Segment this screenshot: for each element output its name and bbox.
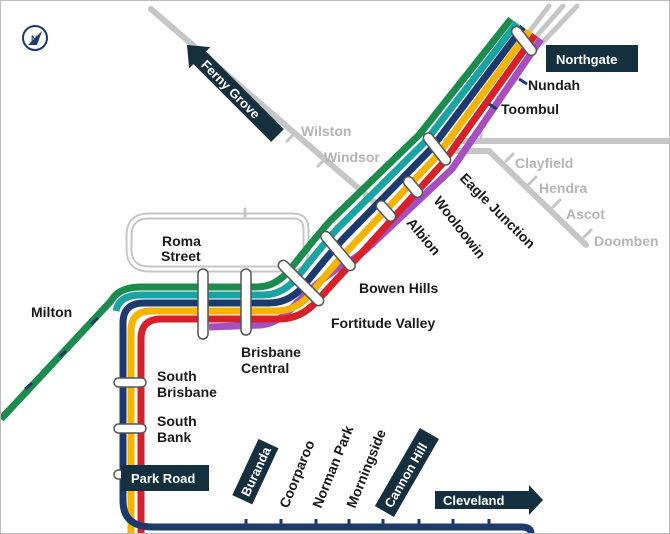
station-bar-wooloowin xyxy=(402,175,424,199)
line-blue xyxy=(119,24,535,533)
station-label-nundah: Nundah xyxy=(528,77,580,93)
station-label-hendra: Hendra xyxy=(539,180,587,196)
station-label-windsor: Windsor xyxy=(324,149,380,165)
station-bar-roma-street xyxy=(197,268,209,340)
station-label-brisbane-central-line1: Brisbane xyxy=(241,344,301,360)
station-label-toombul: Toombul xyxy=(501,101,559,117)
direction-cleveland: Cleveland xyxy=(435,485,543,515)
station-label-ascot: Ascot xyxy=(566,206,605,222)
station-tag-northgate-label: Northgate xyxy=(556,52,617,67)
station-label-fortitude-valley: Fortitude Valley xyxy=(331,315,435,331)
station-label-albion: Albion xyxy=(404,215,444,259)
line-north-extra-2 xyxy=(531,3,566,42)
grey-station-ticks xyxy=(243,131,593,239)
station-label-clayfield: Clayfield xyxy=(515,155,573,171)
station-bar-albion xyxy=(375,200,397,222)
line-north-extra-1 xyxy=(523,3,552,39)
station-label-south-bank-line2: Bank xyxy=(157,429,191,445)
station-tag-northgate: Northgate xyxy=(546,45,638,72)
station-label-roma-street-line1: Roma xyxy=(162,233,201,249)
direction-ferny-grove-label: Ferny Grove xyxy=(198,57,263,122)
line-ferny-grove-branch xyxy=(148,6,382,209)
station-label-roma-street-line2: Street xyxy=(161,248,201,264)
direction-cleveland-label: Cleveland xyxy=(443,493,504,508)
roma-street-loop-inner xyxy=(127,214,308,271)
station-bar-bowen-hills xyxy=(320,230,356,272)
station-tag-park-road: Park Road xyxy=(121,465,209,491)
station-tag-cannon-hill-label: Cannon Hill xyxy=(381,440,430,510)
station-bar-south-brisbane xyxy=(113,377,147,388)
station-bar-south-bank xyxy=(113,423,147,434)
station-tag-buranda: Buranda xyxy=(232,438,279,505)
station-label-south-brisbane-line2: Brisbane xyxy=(157,384,217,400)
roma-street-loop xyxy=(125,212,310,273)
line-north-extra-3 xyxy=(539,3,580,46)
station-label-brisbane-central-line2: Central xyxy=(241,360,289,376)
station-label-south-bank-line1: South xyxy=(157,413,197,429)
station-label-milton: Milton xyxy=(31,304,72,320)
direction-ferny-grove: Ferny Grove xyxy=(187,45,284,142)
station-label-bowen-hills: Bowen Hills xyxy=(359,280,439,296)
compass-north-icon: N xyxy=(22,25,48,51)
station-bar-brisbane-central xyxy=(240,268,252,336)
station-label-wilston: Wilston xyxy=(301,123,351,139)
station-bar-fortitude-valley xyxy=(277,259,325,307)
line-green xyxy=(1,16,514,422)
station-bar-eagle-junction xyxy=(422,132,452,166)
station-tag-park-road-label: Park Road xyxy=(131,471,195,486)
station-bars xyxy=(113,25,538,480)
station-label-south-brisbane-line1: South xyxy=(157,368,197,384)
station-bar-northgate xyxy=(510,25,538,57)
station-label-doomben: Doomben xyxy=(594,233,659,249)
svg-text:N: N xyxy=(31,34,38,44)
